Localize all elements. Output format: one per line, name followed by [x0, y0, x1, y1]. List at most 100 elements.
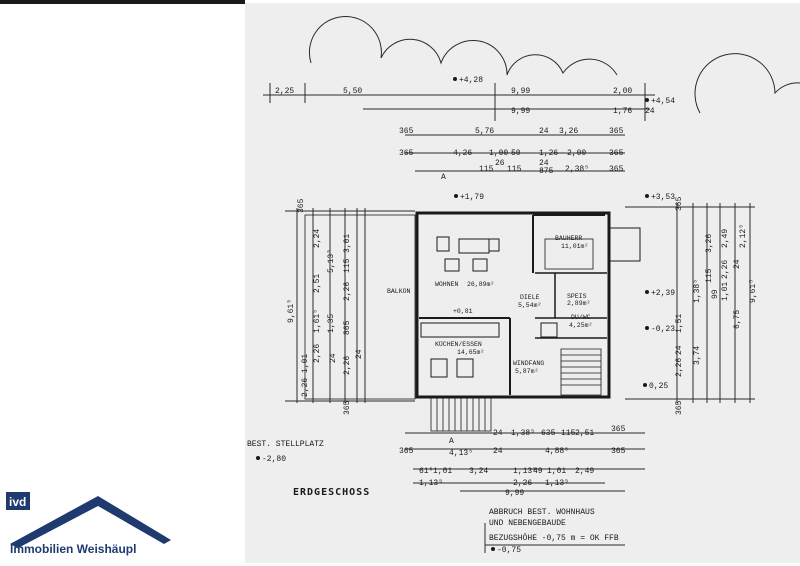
dimension-label: 9,61⁵: [749, 279, 758, 303]
room-area: 26,89m²: [467, 281, 494, 288]
dimension-label: 365: [609, 165, 624, 174]
house-roof-icon: ivd seit 1955: [6, 492, 171, 548]
company-name: Immobilien Weishäupl: [10, 542, 137, 556]
dimension-label: 2,26: [343, 356, 352, 375]
dimension-label: 4,13⁵: [449, 449, 473, 458]
dimension-label: 3,24: [469, 467, 488, 476]
section-marker: A: [449, 437, 454, 446]
dimension-label: 1,35: [327, 314, 336, 333]
room-area: 11,01m²: [561, 243, 588, 250]
dimension-label: 1,00: [489, 149, 508, 158]
dimension-label: 365: [675, 196, 684, 211]
dimension-label: 115: [705, 268, 714, 283]
dimension-label: 1,38⁵: [511, 429, 535, 438]
header-rule: [0, 0, 245, 4]
dimension-label: 365: [343, 400, 352, 415]
dimension-label: 3,01: [343, 234, 352, 253]
dimension-label: 1,01: [721, 282, 730, 301]
level-label: +4,28: [459, 76, 483, 85]
dimension-label: 49: [533, 467, 543, 476]
dimension-label: 24: [493, 429, 503, 438]
dimension-label: 2,26: [313, 344, 322, 363]
building-outline: [415, 211, 611, 399]
dimension-label: 99: [711, 289, 720, 299]
plan-note: UND NEBENGEBAUDE: [489, 519, 566, 528]
dimension-label: 24: [355, 349, 364, 359]
dimension-label: 1,01: [433, 467, 452, 476]
dimension-label: 61⁵: [419, 467, 433, 476]
tree-outline-icon: [694, 53, 800, 114]
dimension-label: 115: [479, 165, 494, 174]
level-label: +0,81: [453, 308, 473, 315]
dimension-label: 2,26: [343, 282, 352, 301]
dimension-label: 26: [495, 159, 505, 168]
dimension-label: 365: [399, 127, 414, 136]
level-label: +2,39: [651, 289, 675, 298]
dimension-label: 24: [733, 259, 742, 269]
level-label: +1,79: [460, 193, 484, 202]
plan-note: ABBRUCH BEST. WOHNHAUS: [489, 508, 595, 517]
dimension-label: 1,01: [301, 354, 310, 373]
company-logo: ivd seit 1955: [6, 488, 176, 563]
dimension-label: 9,99: [511, 87, 530, 96]
level-label: +4,54: [651, 97, 675, 106]
room-name: DIELE: [520, 294, 540, 301]
room-name: KÜCHEN/ESSEN: [435, 340, 482, 348]
balcony-area: [304, 214, 416, 400]
dimension-label: 50: [511, 149, 521, 158]
dimension-label: 2,51: [313, 274, 322, 293]
tree-outline-icon: [308, 16, 618, 76]
dimension-label: 9,99: [511, 107, 530, 116]
level-label: +3,53: [651, 193, 675, 202]
dimension-label: 365: [675, 400, 684, 415]
section-marker: A: [441, 173, 446, 182]
level-label: 0,25: [649, 382, 668, 391]
dimension-label: 4,88⁵: [545, 447, 569, 456]
dimension-label: 2,38⁵: [565, 165, 589, 174]
room-area: 5,54m²: [518, 302, 541, 309]
dimension-label: 1,38⁵: [693, 279, 702, 303]
dimension-label: 115: [507, 165, 522, 174]
dimension-label: 2,00: [613, 87, 632, 96]
dimension-label: 365: [609, 127, 624, 136]
room-area: 4,25m²: [569, 322, 592, 329]
level-label: -2,80: [262, 455, 286, 464]
room-name: BAUHERR: [555, 235, 582, 242]
dimension-label: 635: [541, 429, 556, 438]
dimension-label: 1,61⁵: [313, 309, 322, 333]
dimension-label: 2,24: [313, 229, 322, 248]
floor-plan-drawing: +4,28 +4,54 +1,79 +3,53 +2,39 -0,23 0,25…: [247, 16, 800, 555]
room-area: 5,87m²: [515, 368, 538, 375]
dimension-label: 865: [343, 320, 352, 335]
dimension-label: 3,26: [559, 127, 578, 136]
dimension-label: 1,51: [675, 314, 684, 333]
dimension-label: 5,76: [475, 127, 494, 136]
room-name: WOHNEN: [435, 281, 459, 288]
dimension-label: 1,26: [539, 149, 558, 158]
room-area: 14,65m²: [457, 349, 484, 356]
dimension-label: 115: [343, 258, 352, 273]
dimension-label: 2,26: [721, 260, 730, 279]
dimension-label: 4,26: [453, 149, 472, 158]
dimension-label: 1,13⁵: [513, 467, 537, 476]
dimension-label: 24: [645, 107, 655, 116]
dimension-label: 365: [297, 198, 306, 213]
level-label: -0,23: [651, 325, 675, 334]
plan-note: BEZUGSHÖHE -0,75 m = OK FFB: [489, 534, 619, 543]
dimension-label: 2,26: [513, 479, 532, 488]
room-name: WINDFANG: [513, 360, 544, 367]
dimension-label: 1,13⁵: [419, 479, 443, 488]
dimension-label: 365: [399, 447, 414, 456]
dimension-label: 365: [609, 149, 624, 158]
dimension-label: 6,75: [733, 310, 742, 329]
dimension-label: 115: [561, 429, 576, 438]
dimension-label: 24: [539, 159, 549, 168]
dimension-label: 2,12⁵: [739, 224, 748, 248]
dimension-label: 365: [399, 149, 414, 158]
floor-plan-scan: +4,28 +4,54 +1,79 +3,53 +2,39 -0,23 0,25…: [245, 3, 800, 563]
dimension-label: 5,50: [343, 87, 362, 96]
dimension-label: 24: [329, 353, 338, 363]
dimension-label: 5,13⁵: [327, 249, 336, 273]
dimension-label: 2,51: [575, 429, 594, 438]
dimension-label: 875: [539, 167, 554, 176]
